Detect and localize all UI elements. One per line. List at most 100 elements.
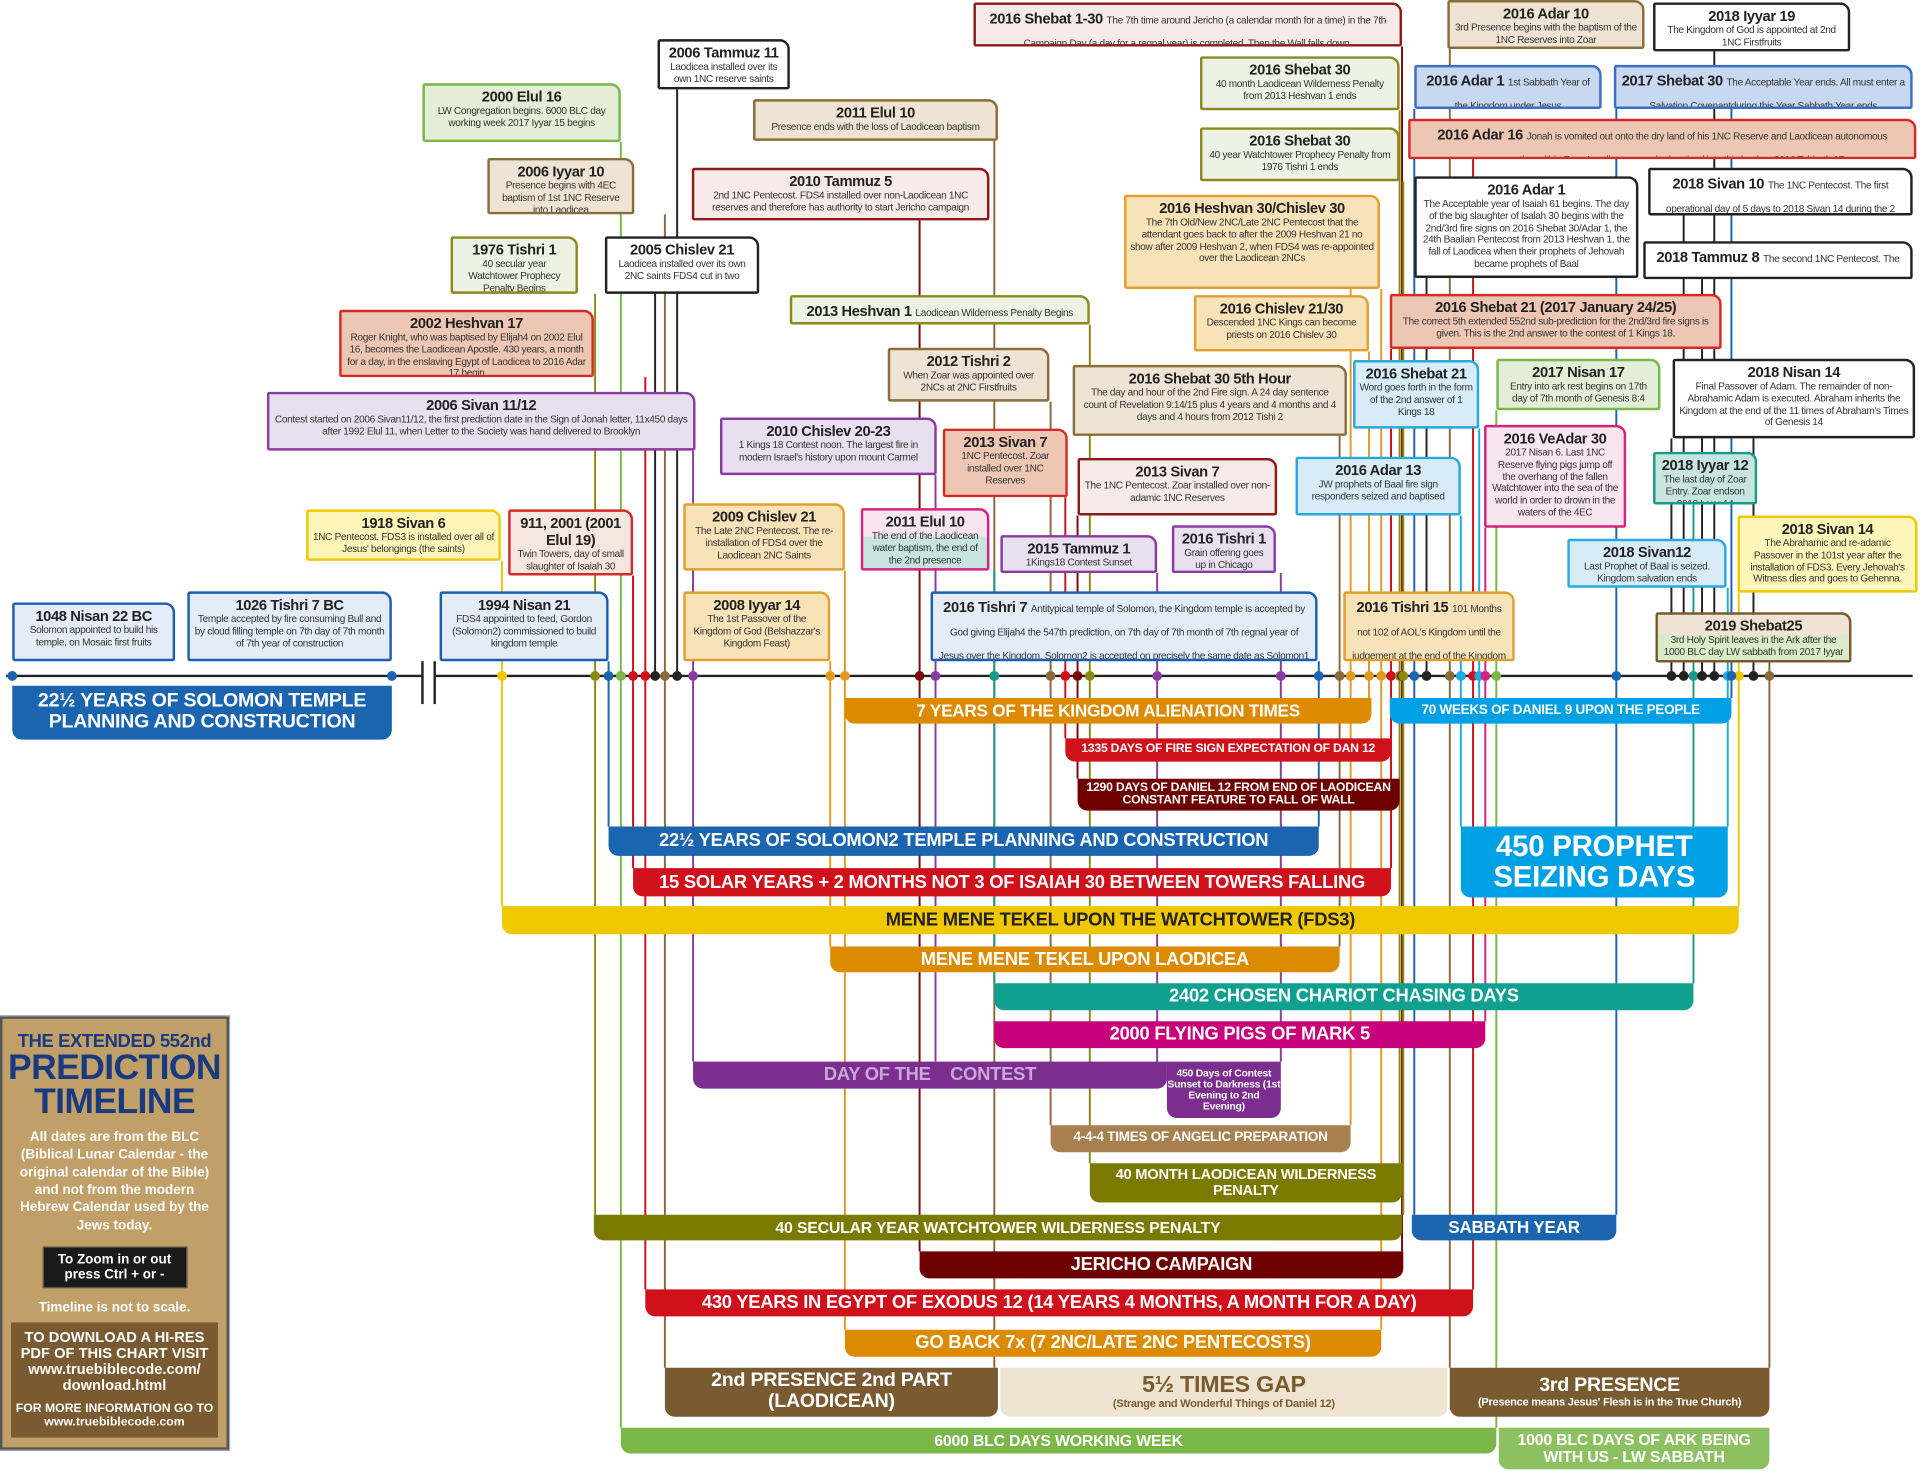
period-bar-label: 5½ TIMES GAP bbox=[1141, 1373, 1306, 1399]
period-bar-label: GO BACK 7x (7 2NC/LATE 2NC PENTECOSTS) bbox=[915, 1332, 1311, 1354]
event-date: 2019 Shebat25 bbox=[1704, 617, 1803, 635]
event-description: 2017 Nisan 6. Last 1NC Reserve flying pi… bbox=[1492, 447, 1619, 518]
period-bar-label: DAY OF THE CONTEST bbox=[823, 1064, 1037, 1086]
legend-title-line1: THE EXTENDED 552nd bbox=[17, 1031, 212, 1052]
event-date: 2010 Tammuz 5 bbox=[789, 172, 892, 190]
timeline-date-dot bbox=[1491, 671, 1502, 681]
event-date: 2016 Chislev 21/30 bbox=[1219, 300, 1344, 318]
timeline-date-dot bbox=[1709, 671, 1720, 681]
event-description: 40 month Laodicean Wilderness Penalty fr… bbox=[1215, 78, 1384, 102]
event-description: LW Congregation begins. 6000 BLC day wor… bbox=[437, 105, 606, 129]
event-date: 2013 Sivan 7 bbox=[963, 433, 1048, 451]
event-date: 2013 Heshvan 1 bbox=[806, 302, 916, 320]
event-date: 2013 Sivan 7 bbox=[1135, 462, 1220, 481]
download-link-text[interactable]: TO DOWNLOAD A HI-RES PDF OF THIS CHART V… bbox=[20, 1328, 209, 1395]
event-description: The 1st Passover of the Kingdom of God (… bbox=[693, 613, 820, 649]
event-description: 3rd Holy Spirit leaves in the Ark after … bbox=[1663, 634, 1844, 660]
period-bar-label: 22½ YEARS OF SOLOMON2 TEMPLE PLANNING AN… bbox=[659, 830, 1269, 852]
event-date: 2018 Sivan 10 bbox=[1672, 175, 1768, 193]
timeline-date-dot bbox=[1072, 671, 1083, 681]
timeline-date-dot bbox=[1444, 671, 1455, 681]
timeline-date-dot bbox=[1468, 671, 1478, 681]
event-date: 2018 Nisan 14 bbox=[1747, 363, 1841, 381]
event-description: 1 Kings 18 Contest noon. The largest fir… bbox=[738, 439, 918, 463]
event-date: 2016 Adar 1 bbox=[1487, 181, 1566, 199]
timeline-date-dot bbox=[672, 671, 683, 681]
period-bar-label: 1290 DAYS OF DANIEL 12 FROM END OF LAODI… bbox=[1086, 780, 1394, 807]
period-bar: 430 YEARS IN EGYPT OF EXODUS 12 (14 YEAR… bbox=[645, 1289, 1474, 1317]
legend-panel: THE EXTENDED 552nd PREDICTION TIMELINE A… bbox=[0, 1015, 231, 1452]
event-description: Descended 1NC Kings can become priests o… bbox=[1206, 317, 1357, 341]
event-callout: 2016 Adar 16 Jonah is vomited out onto t… bbox=[1408, 118, 1917, 160]
period-bar: MENE MENE TEKEL UPON LAODICEA bbox=[830, 946, 1340, 973]
legend-title-line2: PREDICTION bbox=[8, 1048, 221, 1088]
event-description: Word goes forth in the form of the 2nd a… bbox=[1359, 382, 1473, 417]
period-bar-label: MENE MENE TEKEL UPON THE WATCHTOWER (FDS… bbox=[885, 909, 1356, 931]
event-description: JW prophets of Baal fire sign responders… bbox=[1311, 478, 1445, 502]
timeline-date-dot bbox=[650, 671, 661, 681]
period-bar-label: 2402 CHOSEN CHARIOT CHASING DAYS bbox=[1169, 985, 1519, 1007]
event-description: The 7th Old/New 2NC/Late 2NC Pentecost t… bbox=[1130, 216, 1374, 264]
event-description: Laodicea installed over its own 2NC sain… bbox=[618, 258, 746, 282]
period-bar-label: 4-4-4 TIMES OF ANGELIC PREPARATION bbox=[1073, 1130, 1328, 1146]
period-bar: 3rd PRESENCE(Presence means Jesus' Flesh… bbox=[1449, 1367, 1770, 1417]
timeline-date-dot bbox=[1688, 671, 1699, 681]
timeline-date-dot bbox=[1398, 671, 1409, 681]
event-callout: 2018 Sivan 10 The 1NC Pentecost. The fir… bbox=[1648, 167, 1913, 216]
event-date: 2011 Elul 10 bbox=[885, 513, 965, 531]
period-bar-subtitle: (Strange and Wonderful Things of Daniel … bbox=[1112, 1397, 1335, 1410]
event-date: 2016 Heshvan 30/Chislev 30 bbox=[1159, 199, 1345, 217]
period-bar: 5½ TIMES GAP(Strange and Wonderful Thing… bbox=[1000, 1367, 1448, 1417]
timeline-date-dot bbox=[1409, 671, 1420, 681]
event-description: Jonah is vomited out onto the dry land o… bbox=[1480, 131, 1888, 157]
period-bar-label: 430 YEARS IN EGYPT OF EXODUS 12 (14 YEAR… bbox=[701, 1291, 1417, 1313]
event-description: 3rd Presence begins with the baptism of … bbox=[1454, 22, 1637, 46]
event-date: 2010 Chislev 20-23 bbox=[766, 422, 891, 440]
event-date: 2006 Iyyar 10 bbox=[517, 162, 605, 181]
period-bar: 450 Days of Contest Sunset to Darkness (… bbox=[1166, 1061, 1281, 1118]
event-callout: 2016 Shebat 21 (2017 January 24/25)The c… bbox=[1389, 293, 1722, 349]
event-callout: 2018 Tammuz 8 The second 1NC Pentecost. … bbox=[1643, 241, 1913, 280]
period-bar-label: 1335 DAYS OF FIRE SIGN EXPECTATION OF DA… bbox=[1081, 742, 1376, 756]
event-date: 2016 Shebat 30 5th Hour bbox=[1128, 369, 1292, 387]
timeline-date-dot bbox=[1364, 671, 1374, 681]
event-date: 2002 Heshvan 17 bbox=[410, 314, 523, 332]
timeline-date-dot bbox=[7, 671, 18, 681]
period-bar: 15 SOLAR YEARS + 2 MONTHS NOT 3 OF ISAIA… bbox=[633, 868, 1392, 897]
period-bar-label: MENE MENE TEKEL UPON LAODICEA bbox=[920, 948, 1250, 970]
period-bar: 450 PROPHET SEIZING DAYS bbox=[1460, 826, 1728, 898]
more-info-link-text[interactable]: FOR MORE INFORMATION GO TO www.truebible… bbox=[15, 1401, 214, 1430]
timeline-date-dot bbox=[1611, 671, 1622, 681]
event-description: 40 year Watchtower Prophecy Penalty from… bbox=[1209, 149, 1391, 173]
zoom-hint: To Zoom in or out press Ctrl + or - bbox=[42, 1246, 187, 1289]
timeline-date-dot bbox=[989, 671, 1000, 681]
period-bar-label: SABBATH YEAR bbox=[1448, 1217, 1580, 1237]
timeline-date-dot bbox=[1748, 671, 1759, 681]
event-description: Roger Knight, who was baptised by Elijah… bbox=[347, 332, 586, 378]
event-description: 1NC Pentecost. Zoar installed over 1NC R… bbox=[961, 450, 1050, 486]
event-date: 2016 Adar 16 bbox=[1437, 126, 1527, 144]
period-bar-label: 15 SOLAR YEARS + 2 MONTHS NOT 3 OF ISAIA… bbox=[659, 871, 1366, 893]
event-date: 1048 Nisan 22 BC bbox=[35, 607, 152, 625]
event-date: 2011 Elul 10 bbox=[836, 104, 915, 122]
timeline-date-dot bbox=[1733, 671, 1744, 681]
event-date: 1918 Sivan 6 bbox=[361, 514, 446, 532]
period-bar: MENE MENE TEKEL UPON THE WATCHTOWER (FDS… bbox=[502, 906, 1739, 935]
timeline-date-dot bbox=[930, 671, 941, 681]
period-bar-label: 40 SECULAR YEAR WATCHTOWER WILDERNESS PE… bbox=[775, 1217, 1221, 1237]
